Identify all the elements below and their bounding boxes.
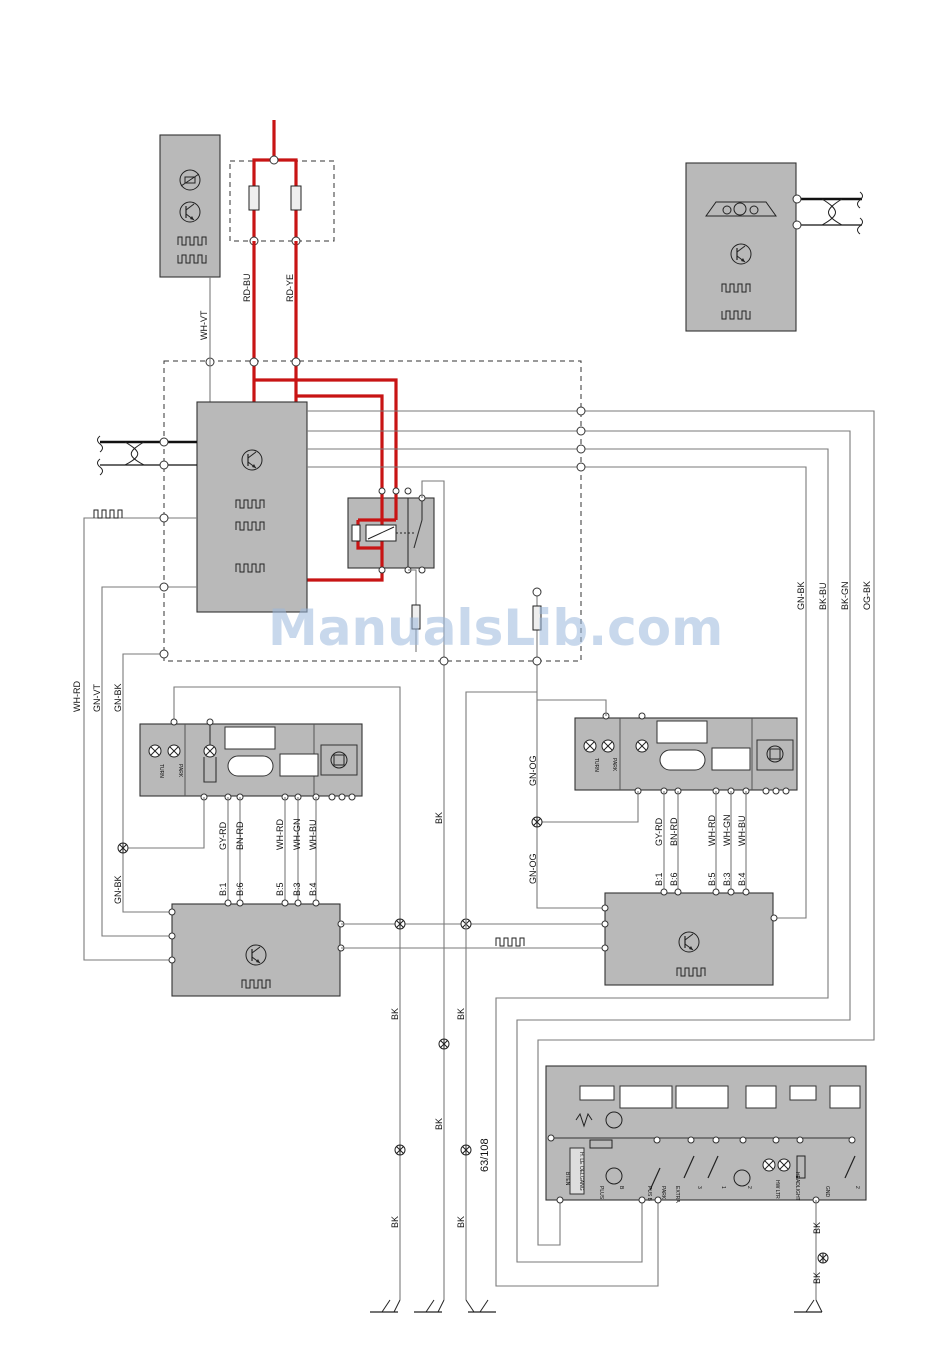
left-wire-label-1: GY-RD [218,821,228,850]
label-gn-og-1: GN-OG [528,756,538,787]
ground-2 [413,1299,445,1313]
panel-label-1: 1 [720,1186,726,1189]
panel-label-bten: BTEN [564,1172,570,1186]
ground-4 [793,1299,823,1313]
label-bk-5: BK [456,1216,466,1228]
panel-label-headlight: HEADLIGHT [794,1172,800,1201]
right-wire-label-2: BN-RD [669,817,679,846]
panel-label-b: B [618,1186,624,1190]
label-gn-vt: GN-VT [92,684,102,713]
left-wire-label-3: WH-RD [275,819,285,850]
left-control-module [168,899,345,997]
panel-label-extra: EXTRA [674,1186,680,1203]
ground-1 [369,1299,401,1313]
left-pin-3: B:5 [275,882,285,896]
label-wh-rd: WH-RD [72,681,82,712]
right-pin-2: B:6 [669,872,679,886]
right-pin-5: B:4 [737,872,747,886]
panel-label-hwltr: HW LTR [774,1180,780,1199]
label-bk-bu: BK-BU [818,582,828,610]
label-bk-7: BK [812,1272,822,1284]
label-bk-gn: BK-GN [840,581,850,610]
panel-label-park: PARK [660,1186,666,1200]
fuse-box [229,120,335,246]
panel-label-3: 3 [696,1186,702,1189]
label-gn-bk: GN-BK [113,683,123,712]
right-wire-label-5: WH-BU [737,816,747,847]
park-label: PARK [177,764,183,778]
right-lamp-connector: TURN PARK [574,712,798,795]
label-wh-vt: WH-VT [199,310,209,340]
label-rd-ye: RD-YE [285,274,295,302]
left-wire-label-2: BN-RD [235,821,245,850]
main-enclosure [163,360,582,662]
instrument-panel: BTEN H. LE OELGANG PLUS B PUS B PARK EXT… [545,1065,867,1204]
panel-label-gnd: GND [824,1186,830,1198]
left-wire-label-4: WH-GN [292,819,302,851]
panel-label-oelgang: H. LE OELGANG [578,1152,584,1191]
left-pin-1: B:1 [218,882,228,896]
left-wire-label-5: WH-BU [308,820,318,851]
watermark: ManualsLib.com [268,599,723,657]
panel-label-2b: 2 [854,1186,860,1189]
label-ref: 63/108 [479,1138,491,1172]
left-lamp-connector: TURN PARK [139,686,401,1300]
panel-label-plus: PLUS [598,1186,604,1200]
park-label-right: PARK [611,758,617,772]
right-pin-3: B:5 [707,872,717,886]
right-wire-label-3: WH-RD [707,815,717,846]
left-pin-4: B:3 [292,882,302,896]
wire-labels: WH-VT RD-BU RD-YE WH-RD GN-VT GN-BK GN-B… [72,274,872,1285]
label-rd-bu: RD-BU [242,274,252,303]
left-pin-2: B:6 [235,882,245,896]
panel-label-2: 2 [746,1186,752,1189]
sensor-module [159,134,221,278]
ground-3 [465,1299,497,1313]
label-bk-6: BK [812,1222,822,1234]
turn-label: TURN [158,764,164,778]
right-wire-label-4: WH-GN [722,815,732,847]
label-gn-bk-right: GN-BK [796,581,806,610]
label-gn-bk-2: GN-BK [113,875,123,904]
label-bk-1: BK [390,1008,400,1020]
relay [347,487,435,574]
right-control-module [601,888,778,986]
label-og-bk: OG-BK [862,581,872,610]
label-bk-center: BK [434,812,444,824]
right-pin-4: B:3 [722,872,732,886]
right-wire-label-1: GY-RD [654,817,664,846]
label-bk-4: BK [390,1216,400,1228]
label-bk-2: BK [456,1008,466,1020]
label-gn-og-2: GN-OG [528,854,538,885]
right-pin-1: B:1 [654,872,664,886]
panel-label-pusb: PUS B [646,1186,652,1202]
turn-label-right: TURN [593,758,599,772]
top-right-module [685,162,863,332]
left-pin-5: B:4 [308,882,318,896]
main-control-module [196,401,308,613]
label-bk-3: BK [434,1118,444,1130]
